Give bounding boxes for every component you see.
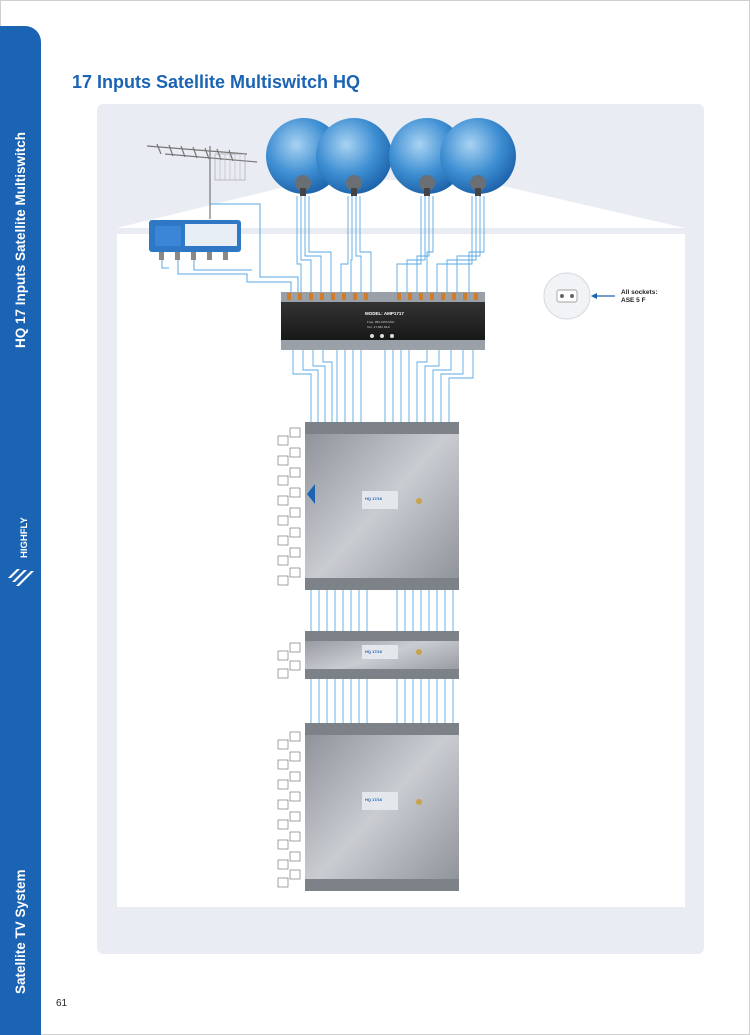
sockets-group-2 — [277, 642, 301, 679]
svg-text:HIGHFLY: HIGHFLY — [19, 517, 30, 558]
main-multiswitch: MODEL: AMP1717 Freq. 950-2150 MHz Terr. … — [281, 292, 485, 350]
sidebar: HQ 17 Inputs Satellite Multiswitch HIGHF… — [0, 26, 41, 1035]
wall-socket-illustration — [543, 272, 591, 320]
cascade-multiswitch-3: HQ 17/16 — [305, 723, 459, 891]
terrestrial-amplifier — [149, 220, 241, 260]
svg-text:Freq. 950-2150 MHz: Freq. 950-2150 MHz — [367, 320, 395, 324]
installation-diagram: MODEL: AMP1717 Freq. 950-2150 MHz Terr. … — [97, 104, 704, 954]
highfly-logo: HIGHFLY — [8, 517, 34, 586]
svg-text:MODEL: AMP1717: MODEL: AMP1717 — [365, 311, 404, 316]
house-roof — [117, 180, 685, 228]
svg-text:HQ 17/16: HQ 17/16 — [365, 649, 383, 654]
svg-text:Terr. 47-862 MHz: Terr. 47-862 MHz — [367, 325, 391, 329]
sidebar-section-title: HQ 17 Inputs Satellite Multiswitch — [13, 131, 28, 348]
page-title: 17 Inputs Satellite Multiswitch HQ — [72, 72, 361, 92]
sockets-group-1 — [277, 427, 301, 586]
trunk-cables-2 — [310, 590, 454, 632]
trunk-cables-3 — [310, 679, 454, 724]
trunk-cables-1 — [292, 350, 474, 422]
page-number: 61 — [56, 998, 68, 1009]
socket-arrow — [591, 293, 615, 299]
socket-note: All sockets: ASE 5 F — [621, 289, 658, 305]
svg-text:HQ 17/16: HQ 17/16 — [365, 496, 383, 501]
socket-note-line2: ASE 5 F — [621, 297, 646, 304]
cascade-multiswitch-2: HQ 17/16 — [305, 631, 459, 679]
terrestrial-antenna — [146, 143, 258, 219]
sidebar-chapter-title: Satellite TV System — [13, 869, 28, 994]
sockets-group-3 — [277, 731, 301, 888]
lnb-cables — [296, 196, 485, 294]
satellite-dishes — [266, 118, 516, 196]
cascade-multiswitch-1: HQ 17/16 — [305, 422, 459, 590]
svg-text:HQ 17/16: HQ 17/16 — [365, 797, 383, 802]
socket-note-line1: All sockets: — [621, 289, 658, 296]
